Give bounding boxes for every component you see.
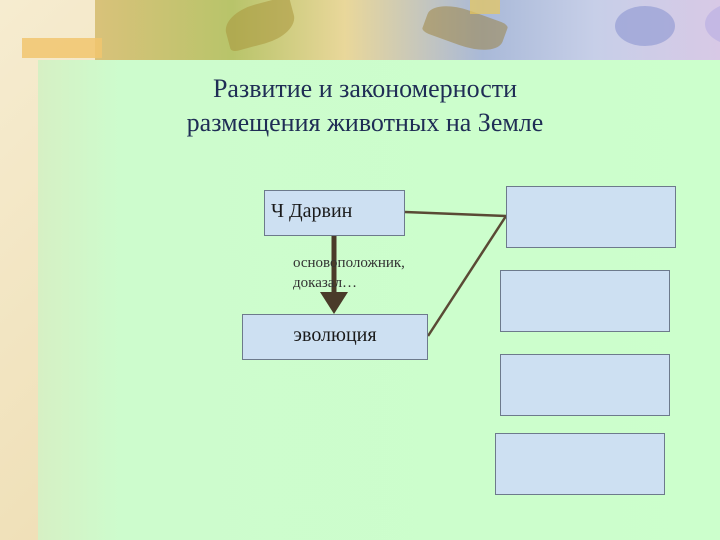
caption-line-1: основоположник, bbox=[293, 255, 405, 271]
evolution-label: эволюция bbox=[293, 324, 377, 346]
right-box-1 bbox=[506, 186, 676, 248]
flower-decoration bbox=[615, 6, 675, 46]
darwin-box: Ч Дарвин bbox=[264, 190, 405, 236]
decorative-banner bbox=[95, 0, 720, 60]
right-box-4 bbox=[495, 433, 665, 495]
relation-caption: основоположник, доказал… bbox=[293, 253, 405, 293]
accent-bar bbox=[22, 38, 102, 58]
darwin-to-right-box-connector bbox=[404, 210, 507, 218]
caption-line-2: доказал… bbox=[293, 275, 358, 291]
right-box-3 bbox=[500, 354, 670, 416]
title-line-1: Развитие и закономерности bbox=[212, 74, 518, 103]
darwin-label: Ч Дарвин bbox=[271, 200, 353, 222]
title-line-2: размещения животных на Земле bbox=[186, 108, 544, 137]
arrow-head bbox=[320, 292, 348, 314]
accent-bar bbox=[470, 0, 500, 14]
flower-decoration bbox=[705, 2, 720, 46]
evolution-to-right-box-connector bbox=[426, 215, 508, 337]
slide-title: Развитие и закономерности размещения жив… bbox=[100, 72, 630, 140]
right-box-2 bbox=[500, 270, 670, 332]
evolution-box: эволюция bbox=[242, 314, 428, 360]
